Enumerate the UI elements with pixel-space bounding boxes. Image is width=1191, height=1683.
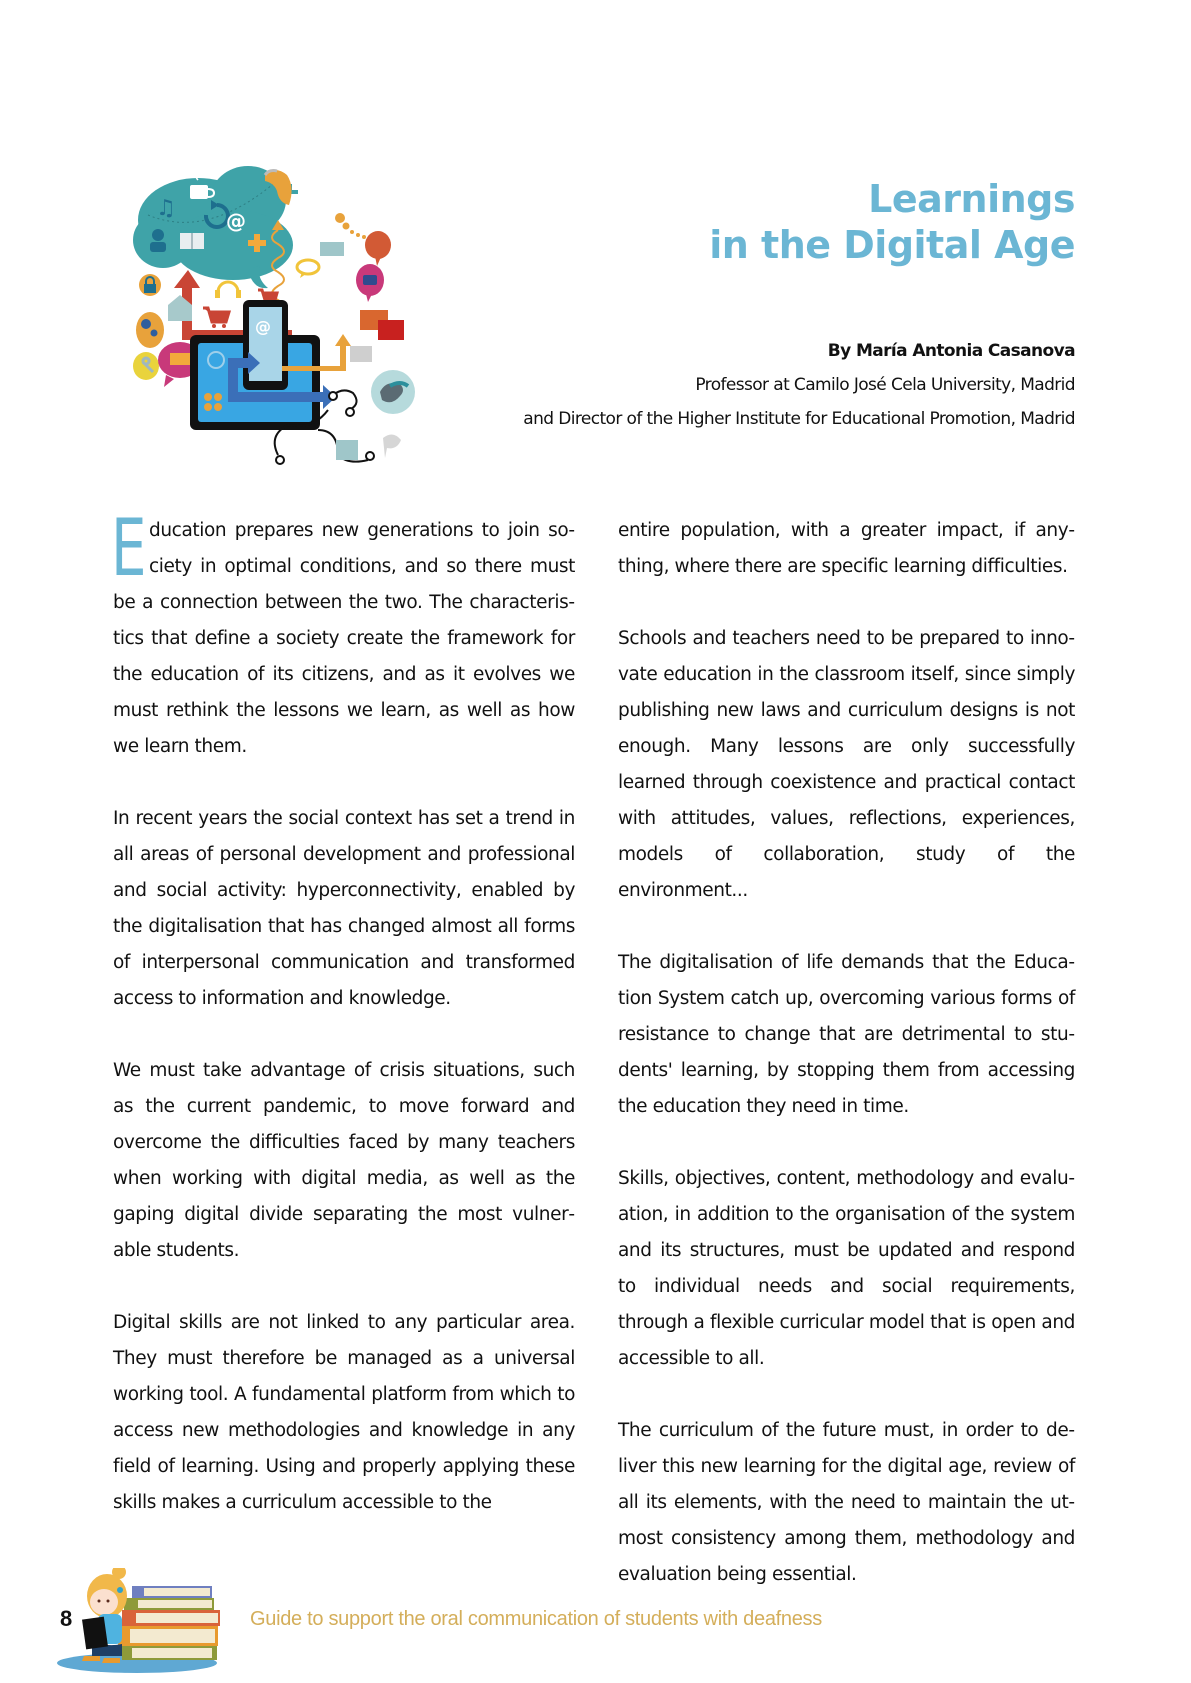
- title-line-1: Learnings: [868, 177, 1075, 221]
- plus-icon: [248, 234, 266, 252]
- paragraph: We must take advantage of crisis situati…: [113, 1060, 575, 1261]
- house-icon: [168, 295, 192, 321]
- laptop-icon: [82, 1616, 108, 1650]
- paragraph: Digital skills are not linked to any par…: [113, 1312, 575, 1513]
- paragraph: The digitalisation of life demands that …: [618, 952, 1075, 1117]
- coffee-cup-icon: [190, 169, 216, 199]
- page-number: 8: [60, 1606, 73, 1631]
- author-affiliation-2: and Director of the Higher Institute for…: [523, 409, 1075, 429]
- paragraph: Schools and teachers need to be prepared…: [618, 628, 1075, 901]
- author-affiliation-1: Professor at Camilo José Cela University…: [695, 375, 1075, 395]
- blue-arrow-icon: [228, 352, 336, 409]
- gear-icon: [136, 312, 164, 348]
- music-note-icon: ♫: [156, 196, 176, 221]
- lock-icon: [139, 274, 161, 296]
- yellow-arrow-icon: [282, 334, 351, 371]
- at-sign-icon: @: [226, 209, 246, 233]
- calculator-icon: [204, 393, 222, 411]
- paragraph: The curriculum of the future must, in or…: [618, 1420, 1075, 1585]
- smartphone-icon: @: [243, 300, 288, 390]
- body-column-right: entire population, with a greater impact…: [618, 513, 1075, 1593]
- headphones-icon: [216, 280, 240, 293]
- article-title: Learnings in the Digital Age: [709, 176, 1075, 268]
- cloud-icon: [133, 166, 293, 289]
- speech-bubble-icon: [295, 258, 321, 276]
- title-line-2: in the Digital Age: [709, 223, 1075, 267]
- paragraph: In recent years the social context has s…: [113, 808, 575, 1009]
- bird-icon: [383, 434, 401, 458]
- open-book-icon: [180, 233, 204, 249]
- girl-with-books-illustration: [57, 1568, 220, 1673]
- user-icon: [150, 229, 166, 252]
- refresh-icon: [203, 200, 230, 229]
- svg-text:@: @: [255, 317, 271, 336]
- paragraph: entire population, with a greater impact…: [618, 520, 1075, 577]
- digital-learning-illustration: ♫ @: [133, 166, 415, 465]
- author-name: By María Antonia Casanova: [827, 341, 1076, 361]
- footer-tagline: Guide to support the oral communication …: [250, 1608, 822, 1630]
- hearing-aid-icon: [265, 170, 292, 205]
- chat-bubble-icon: [365, 231, 391, 259]
- clock-icon: [207, 351, 225, 369]
- byline: By María Antonia Casanova Professor at C…: [523, 334, 1075, 436]
- printer-icon: [336, 440, 358, 460]
- paragraph: Skills, objectives, content, methodology…: [618, 1168, 1075, 1369]
- drop-cap: E: [111, 504, 147, 594]
